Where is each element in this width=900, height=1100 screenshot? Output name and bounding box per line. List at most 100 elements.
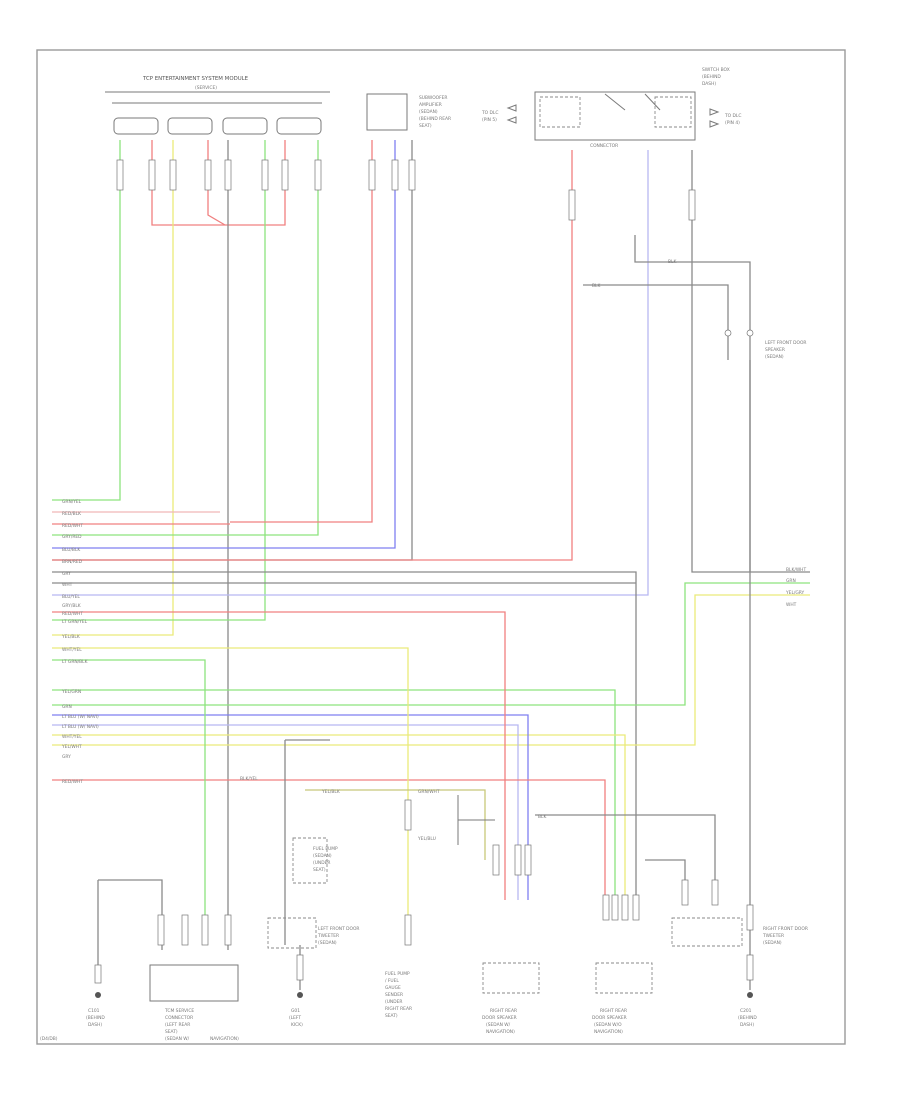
- ground-c101-icon: [95, 992, 101, 998]
- wire-label-m4: LT BLU (W/ NAVI): [62, 724, 99, 730]
- pin-d4: [224, 914, 232, 946]
- label-c201-1: C201: [740, 1008, 752, 1014]
- pin-c1: [568, 189, 576, 221]
- label-rr-navi-2: DOOR SPEAKER: [482, 1015, 517, 1021]
- label-tcm-4: SEAT): [165, 1029, 178, 1035]
- left-tweeter-label-3: (SEDAN): [318, 940, 337, 946]
- pin-g4: [632, 894, 640, 921]
- wire-yellow-1: [52, 140, 174, 636]
- wire-gray-3: [583, 284, 729, 360]
- wire-red-long: [52, 611, 506, 900]
- switch-box-label-3: DASH): [702, 81, 716, 87]
- bottom-components: C101 (BEHIND DASH) TCM SERVICE CONNECTOR…: [86, 962, 757, 1042]
- left-tweeter-label-1: LEFT FRONT DOOR: [318, 926, 359, 932]
- label-rr-nonavi-4: NAVIGATION): [594, 1029, 623, 1035]
- fuel-pump: FUEL PUMP (SEDAN) (UNDER SEAT) LEFT FRON…: [267, 795, 495, 949]
- wire-label-r3: YEL/GRY: [785, 590, 805, 596]
- label-tcm-3: (LEFT REAR: [165, 1022, 190, 1028]
- label-fuel-1: FUEL PUMP: [385, 971, 410, 977]
- pin-e1: [404, 799, 412, 831]
- right-front-tweeter: RIGHT FRONT DOOR TWEETER (SEDAN): [671, 917, 808, 947]
- left-front-speaker: LEFT FRONT DOOR SPEAKER (SEDAN): [724, 329, 806, 360]
- pin-b1: [368, 159, 376, 191]
- wire-gray-amp: [52, 140, 413, 561]
- module-connector-2: [167, 117, 213, 135]
- label-tcm-1: TCM SERVICE: [164, 1008, 194, 1014]
- wire-gray-right-spk2: [645, 859, 686, 900]
- fuel-pump-note-1: FUEL PUMP: [313, 846, 338, 852]
- dome-spk-label-3: (SEDAN): [765, 354, 784, 360]
- right-tweeter-label-2: TWEETER: [762, 933, 784, 939]
- amp-label-2: AMPLIFIER: [419, 102, 442, 108]
- pin-b3: [408, 159, 416, 191]
- wire-label-l10: GRY/BLK: [62, 603, 81, 609]
- wire-label-l1: GRN/YEL: [62, 499, 82, 505]
- misc-label-1: BLK: [592, 283, 600, 289]
- wire-green-right: [52, 582, 810, 706]
- wire-ltblue-long: [52, 724, 519, 900]
- wire-green-3: [52, 140, 319, 536]
- switch-contact-1: [604, 93, 626, 111]
- wire-label-l8: WHT: [62, 582, 73, 588]
- misc-label-6: BLK: [668, 259, 676, 265]
- fuel-sender-box: [267, 917, 317, 949]
- pin-a6: [261, 159, 269, 191]
- label-fuel-5: (UNDER: [385, 999, 402, 1005]
- pin-a7: [281, 159, 289, 191]
- wire-labels-right: BLK/WHT GRN YEL/GRY WHT: [785, 567, 806, 608]
- wire-yellow-fuel: [52, 647, 409, 945]
- fuel-pump-note-2: (SEDAN): [313, 853, 332, 859]
- pin-f1: [492, 844, 500, 876]
- right-tweeter-label-1: RIGHT FRONT DOOR: [763, 926, 808, 932]
- wire-labels-mid: YEL/GRN GRN LT BLU (W/ NAVI) LT BLU (W/ …: [61, 689, 99, 785]
- fuel-pump-note-3: (UNDER: [313, 860, 330, 866]
- wire-yellow-long: [52, 734, 626, 900]
- ground-c201-icon: [747, 992, 753, 998]
- dome-spk-label-1: LEFT FRONT DOOR: [765, 340, 806, 346]
- wire-label-l2: RED/BLK: [62, 511, 81, 517]
- wire-label-r2: GRN: [786, 578, 796, 584]
- label-tcm-5: (SEDAN W/: [165, 1036, 190, 1042]
- rr-speaker-navi: [482, 962, 540, 994]
- pin-d1: [157, 914, 165, 946]
- pin-i1: [94, 964, 102, 984]
- label-fuel-3: GAUGE: [385, 985, 401, 991]
- amp-label-5: SEAT): [419, 123, 432, 129]
- wire-label-l11: RED/WHT: [62, 611, 83, 617]
- wire-label-l3: RED/WHT: [62, 523, 83, 529]
- wire-label-l15: LT GRN/BLK: [62, 659, 88, 665]
- wire-label-m6: YEL/WHT: [61, 744, 82, 750]
- pin-a4: [204, 159, 212, 191]
- arrow-right-1: [709, 108, 720, 116]
- wire-green-long: [52, 689, 616, 900]
- pin-f2: [514, 844, 522, 876]
- wire-label-l14: WHT/YEL: [62, 647, 82, 653]
- pin-h2: [681, 879, 689, 906]
- pin-b2: [391, 159, 399, 191]
- pin-a1: [116, 159, 124, 191]
- pin-g1: [602, 894, 610, 921]
- spk-pin-1: [724, 329, 732, 337]
- pin-d2: [181, 914, 189, 946]
- footer-code: (D4/DB): [40, 1036, 58, 1042]
- bus-module-sub: (SERVICE): [195, 85, 217, 91]
- wire-label-l5: BLU/BLK: [62, 547, 80, 553]
- misc-label-4: YEL/BLU: [417, 836, 436, 842]
- wire-red-bottom: [52, 779, 606, 900]
- fuel-pump-switch: [457, 795, 495, 845]
- bus-module: TCP ENTERTAINMENT SYSTEM MODULE (SERVICE…: [105, 76, 330, 135]
- label-rr-navi-3: (SEDAN W/: [486, 1022, 511, 1028]
- pin-c2: [688, 189, 696, 221]
- label-rr-navi-1: RIGHT REAR: [490, 1008, 517, 1014]
- pin-a2: [148, 159, 156, 191]
- fuel-pump-box: [292, 837, 328, 884]
- pin-a3: [169, 159, 177, 191]
- pin-i2: [296, 954, 304, 981]
- module-connector-1: [113, 117, 159, 135]
- tcm-service-connector: [149, 964, 239, 1002]
- label-tcm-6: NAVIGATION): [210, 1036, 239, 1042]
- wire-label-m8: RED/WHT: [62, 779, 83, 785]
- label-fuel-7: SEAT): [385, 1013, 398, 1019]
- arrow-left-1: [506, 104, 517, 112]
- wire-yellow-right: [52, 594, 810, 746]
